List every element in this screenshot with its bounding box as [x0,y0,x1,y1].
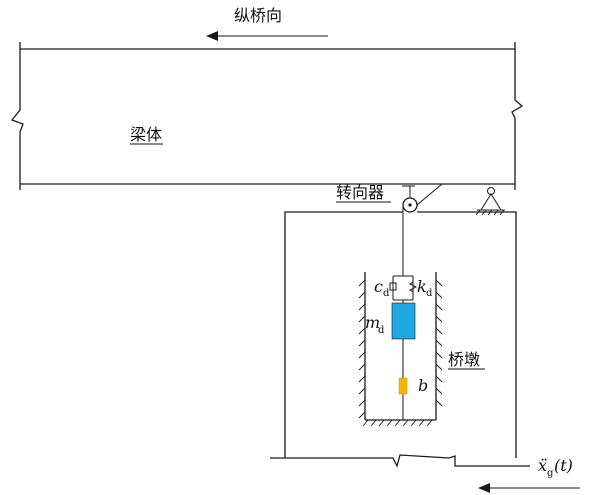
well-bottom-hatch [402,419,409,427]
damping-subscript: d [383,288,390,299]
well-right-hatch [435,399,443,407]
well-left-hatch [358,315,366,323]
well-left-hatch [358,291,366,299]
girder-left-break [10,42,24,190]
pier-left-top-edge [284,211,403,458]
well-bottom-hatch [378,419,385,427]
well-left-hatch [358,387,366,395]
mass-label: m d [365,313,385,336]
well-bottom-hatch [418,419,425,427]
mass-block [391,302,416,340]
well-left-hatch [358,303,366,311]
well-right-hatch [435,363,443,371]
well-right-hatch [435,327,443,335]
well-left-hatch [358,363,366,371]
stiffness-subscript: d [426,288,433,299]
girder: 梁体 [10,42,524,190]
well-right-hatch [435,291,443,299]
well-bottom-hatch [426,419,433,427]
well-left-hatch [358,411,366,419]
girder-right-break [511,42,524,190]
well-bottom-hatch [386,419,393,427]
well-right-hatch [435,351,443,359]
pier: 桥墩 [284,211,517,458]
stiffness-label: k d [417,277,433,299]
well-bottom-hatch [394,419,401,427]
well-bottom-hatch [362,419,369,427]
longitudinal-direction-indicator: 纵桥向 [206,6,328,41]
well-right-hatch [435,339,443,347]
pier-label: 桥墩 [448,350,480,369]
well-left-hatch [358,351,366,359]
ground-direction-indicator [478,483,580,493]
inerter-block [398,377,408,395]
ground-accel-argument: (t) [554,456,573,475]
well-right-hatch [435,375,443,383]
well-left-hatch [358,375,366,383]
well-right-hatch [435,303,443,311]
well-left-hatch [358,339,366,347]
well-right-hatch [435,279,443,287]
damping-symbol: c [374,277,383,296]
ground-accel-symbol: ẍ [538,456,547,475]
cable-to-girder [416,183,443,206]
pulley-icon [402,183,443,213]
stiffness-symbol: k [417,277,427,296]
damping-label: c d [374,277,390,299]
well-bottom-hatch [410,419,417,427]
mass-subscript: d [378,325,385,336]
arrow-left-icon [478,483,490,493]
well-bottom-hatch [370,419,377,427]
girder-label: 梁体 [130,125,162,144]
pin-support-icon [475,187,505,216]
ground-acceleration-label: ẍ g (t) [538,456,573,479]
longitudinal-label: 纵桥向 [234,6,282,25]
well-left-hatch [358,279,366,287]
well-left-hatch [358,327,366,335]
well-right-hatch [435,387,443,395]
ground-line [270,454,530,468]
pin-triangle [480,193,502,211]
diverter-label: 转向器 [336,183,384,202]
mass-symbol: m [365,313,380,332]
damper-icon [389,282,397,291]
well-left-hatch [358,399,366,407]
inner-well [358,272,443,427]
pulley-axle [408,203,412,207]
well-right-hatch [435,315,443,323]
pier-right-top-edge [417,211,517,458]
inerter-label: b [418,376,428,395]
spring-icon [409,281,418,293]
arrow-left-icon [206,31,218,41]
ground-accel-subscript: g [547,468,554,479]
damper-spring-assembly [389,275,418,303]
